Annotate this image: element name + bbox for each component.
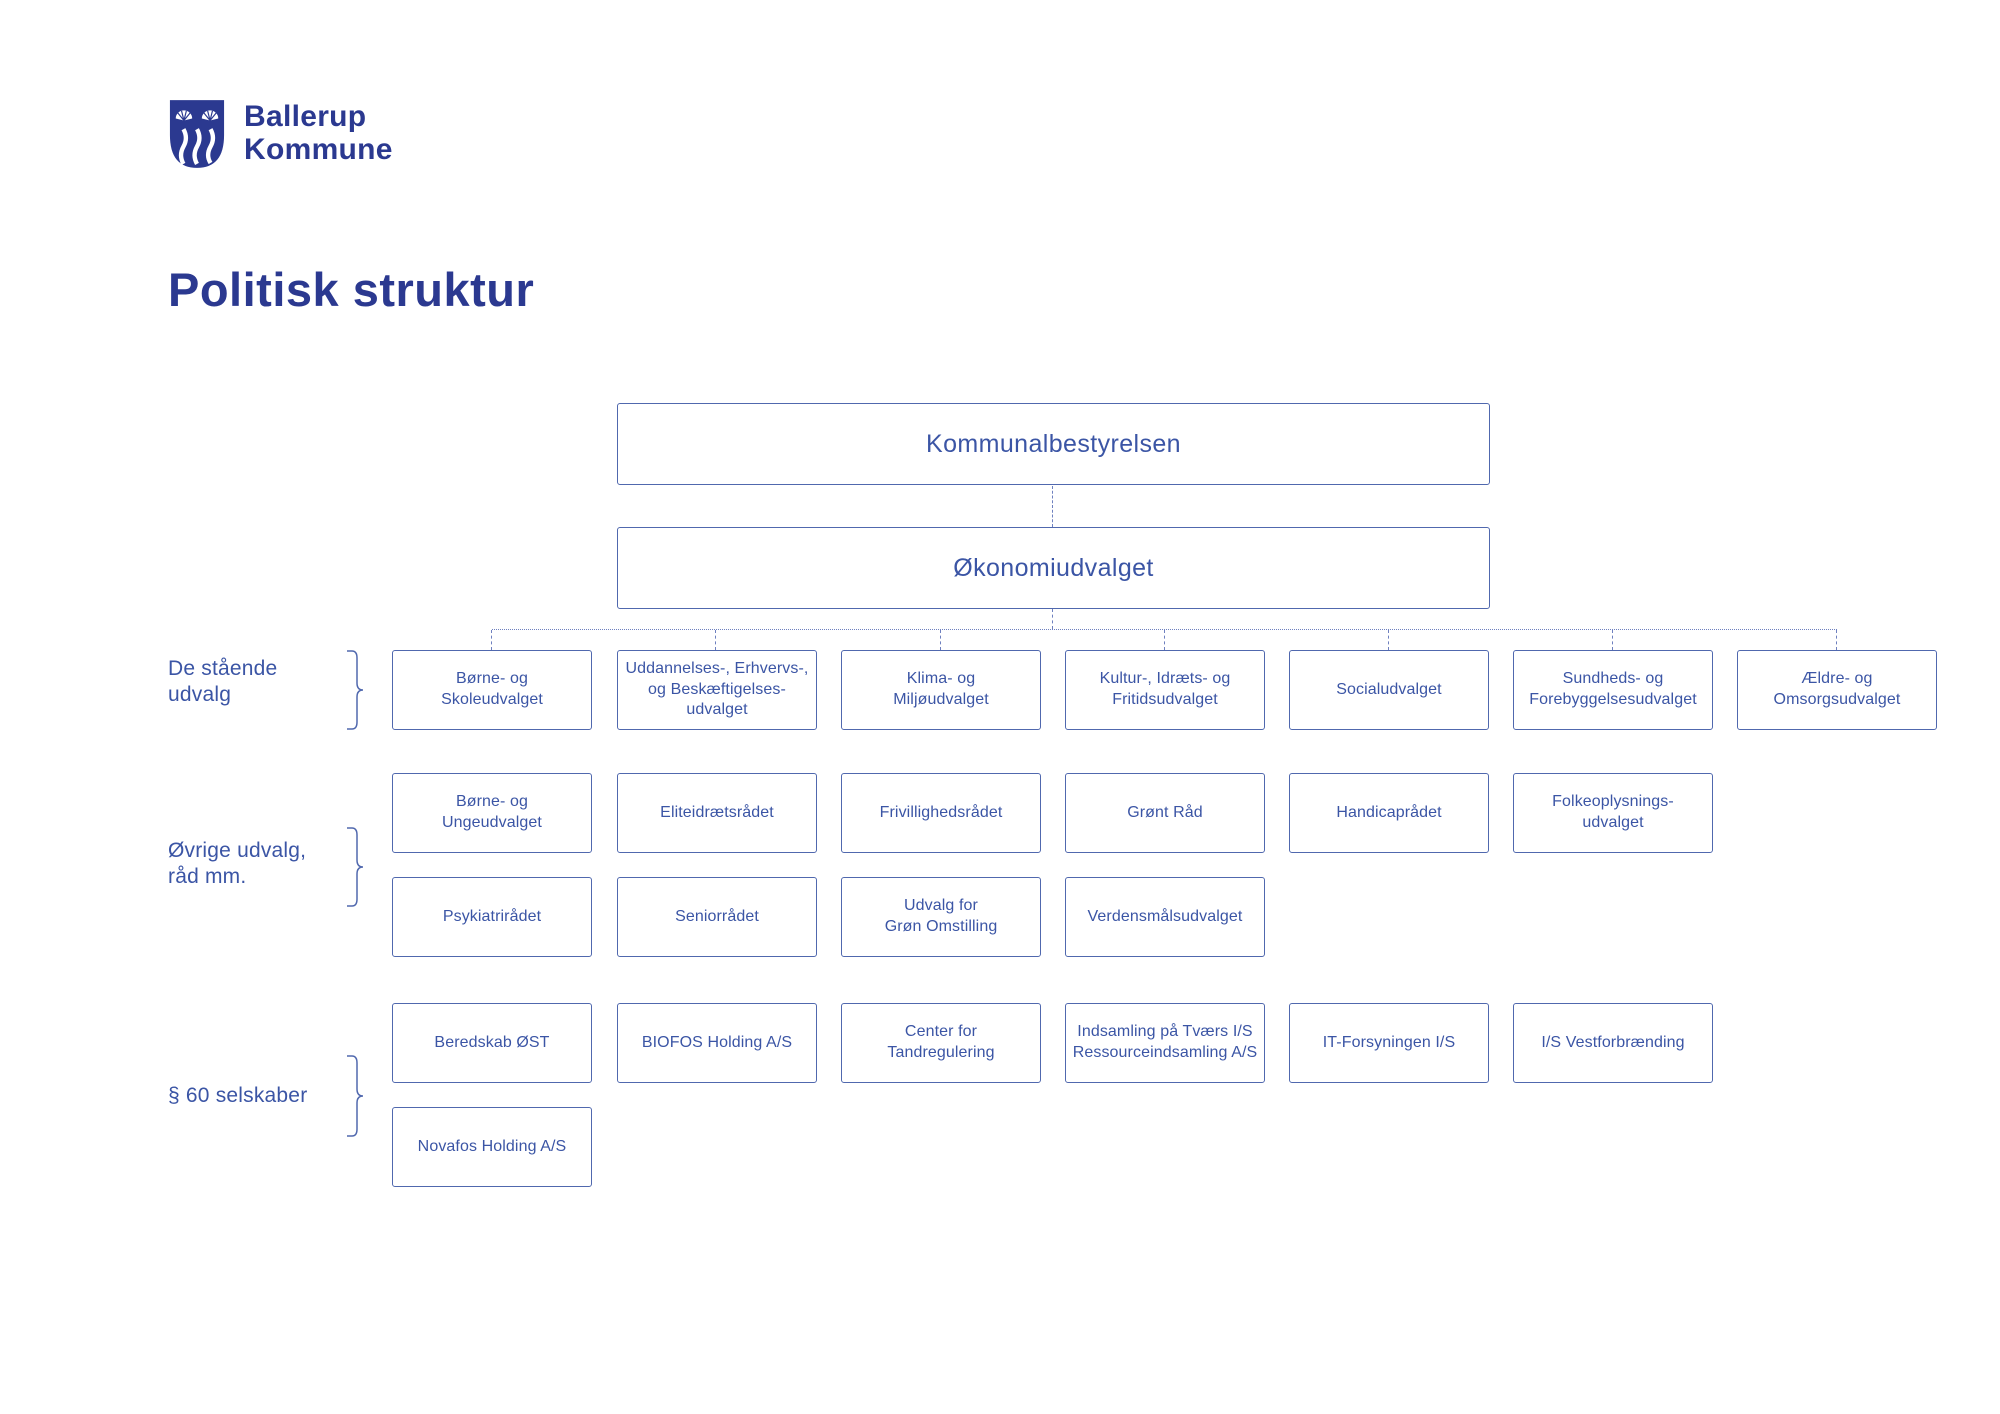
connector-drop-3 <box>940 630 941 650</box>
box-kommunalbestyrelsen: Kommunalbestyrelsen <box>617 403 1490 485</box>
box-okonomiudvalget: Økonomiudvalget <box>617 527 1490 609</box>
box-borne-og-skoleudvalget: Børne- og Skoleudvalget <box>392 650 592 730</box>
section-label-paragraf-60-selskaber: § 60 selskaber <box>168 1084 308 1107</box>
connector-drop-5 <box>1388 630 1389 650</box>
box-is-vestforbraending: I/S Vestforbrænding <box>1513 1003 1713 1083</box>
connector-top-to-second <box>1052 486 1053 527</box>
box-udvalg-for-gron-omstilling: Udvalg for Grøn Omstilling <box>841 877 1041 957</box>
box-folkeoplysningsudvalget: Folkeoplysnings- udvalget <box>1513 773 1713 853</box>
box-biofos-holding: BIOFOS Holding A/S <box>617 1003 817 1083</box>
box-borne-og-ungeudvalget: Børne- og Ungeudvalget <box>392 773 592 853</box>
box-aeldre-og-omsorgsudvalget: Ældre- og Omsorgsudvalget <box>1737 650 1937 730</box>
box-gront-raad: Grønt Råd <box>1065 773 1265 853</box>
box-handicapraadet: Handicaprådet <box>1289 773 1489 853</box>
section-brace-2 <box>347 827 364 907</box>
section-brace-3 <box>347 1055 364 1137</box>
connector-drop-6 <box>1612 630 1613 650</box>
box-novafos-holding: Novafos Holding A/S <box>392 1107 592 1187</box>
connector-second-to-bus <box>1052 609 1053 629</box>
connector-drop-2 <box>715 630 716 650</box>
box-uddannelses-erhvervs-beskaeftigelsesudvalget: Uddannelses-, Erhvervs-, og Beskæftigels… <box>617 650 817 730</box>
box-beredskab-ost: Beredskab ØST <box>392 1003 592 1083</box>
box-indsamling-paa-tvaers-ressourceindsamling: Indsamling på Tværs I/S Ressourceindsaml… <box>1065 1003 1265 1083</box>
box-seniorraadet: Seniorrådet <box>617 877 817 957</box>
logo-word-ballerup: Ballerup <box>244 100 367 133</box>
box-it-forsyningen: IT-Forsyningen I/S <box>1289 1003 1489 1083</box>
box-socialudvalget: Socialudvalget <box>1289 650 1489 730</box>
logo-word-kommune: Kommune <box>244 133 393 166</box>
box-psykiatriraadet: Psykiatrirådet <box>392 877 592 957</box>
connector-drop-4 <box>1164 630 1165 650</box>
coat-of-arms-shield-icon <box>169 100 225 168</box>
section-label-ovrige-udvalg: Øvrige udvalg, råd mm. <box>168 839 307 888</box>
box-sundheds-og-forebyggelsesudvalget: Sundheds- og Forebyggelsesudvalget <box>1513 650 1713 730</box>
box-kultur-idraets-og-fritidsudvalget: Kultur-, Idræts- og Fritidsudvalget <box>1065 650 1265 730</box>
box-frivillighedsraadet: Frivillighedsrådet <box>841 773 1041 853</box>
box-eliteidraetsraadet: Eliteidrætsrådet <box>617 773 817 853</box>
connector-bus-line <box>492 629 1837 630</box>
connector-drop-1 <box>491 630 492 650</box>
section-brace-1 <box>347 650 364 730</box>
box-center-for-tandregulering: Center for Tandregulering <box>841 1003 1041 1083</box>
page-title: Politisk struktur <box>168 263 535 316</box>
box-verdensmaalsudvalget: Verdensmålsudvalget <box>1065 877 1265 957</box>
logo-wordmark: Ballerup Kommune <box>244 100 393 166</box>
section-label-de-staaende-udvalg: De stående udvalg <box>168 657 278 706</box>
connector-drop-7 <box>1836 630 1837 650</box>
box-klima-og-miljoudvalget: Klima- og Miljøudvalget <box>841 650 1041 730</box>
ballerup-kommune-logo: Ballerup Kommune <box>168 98 393 170</box>
